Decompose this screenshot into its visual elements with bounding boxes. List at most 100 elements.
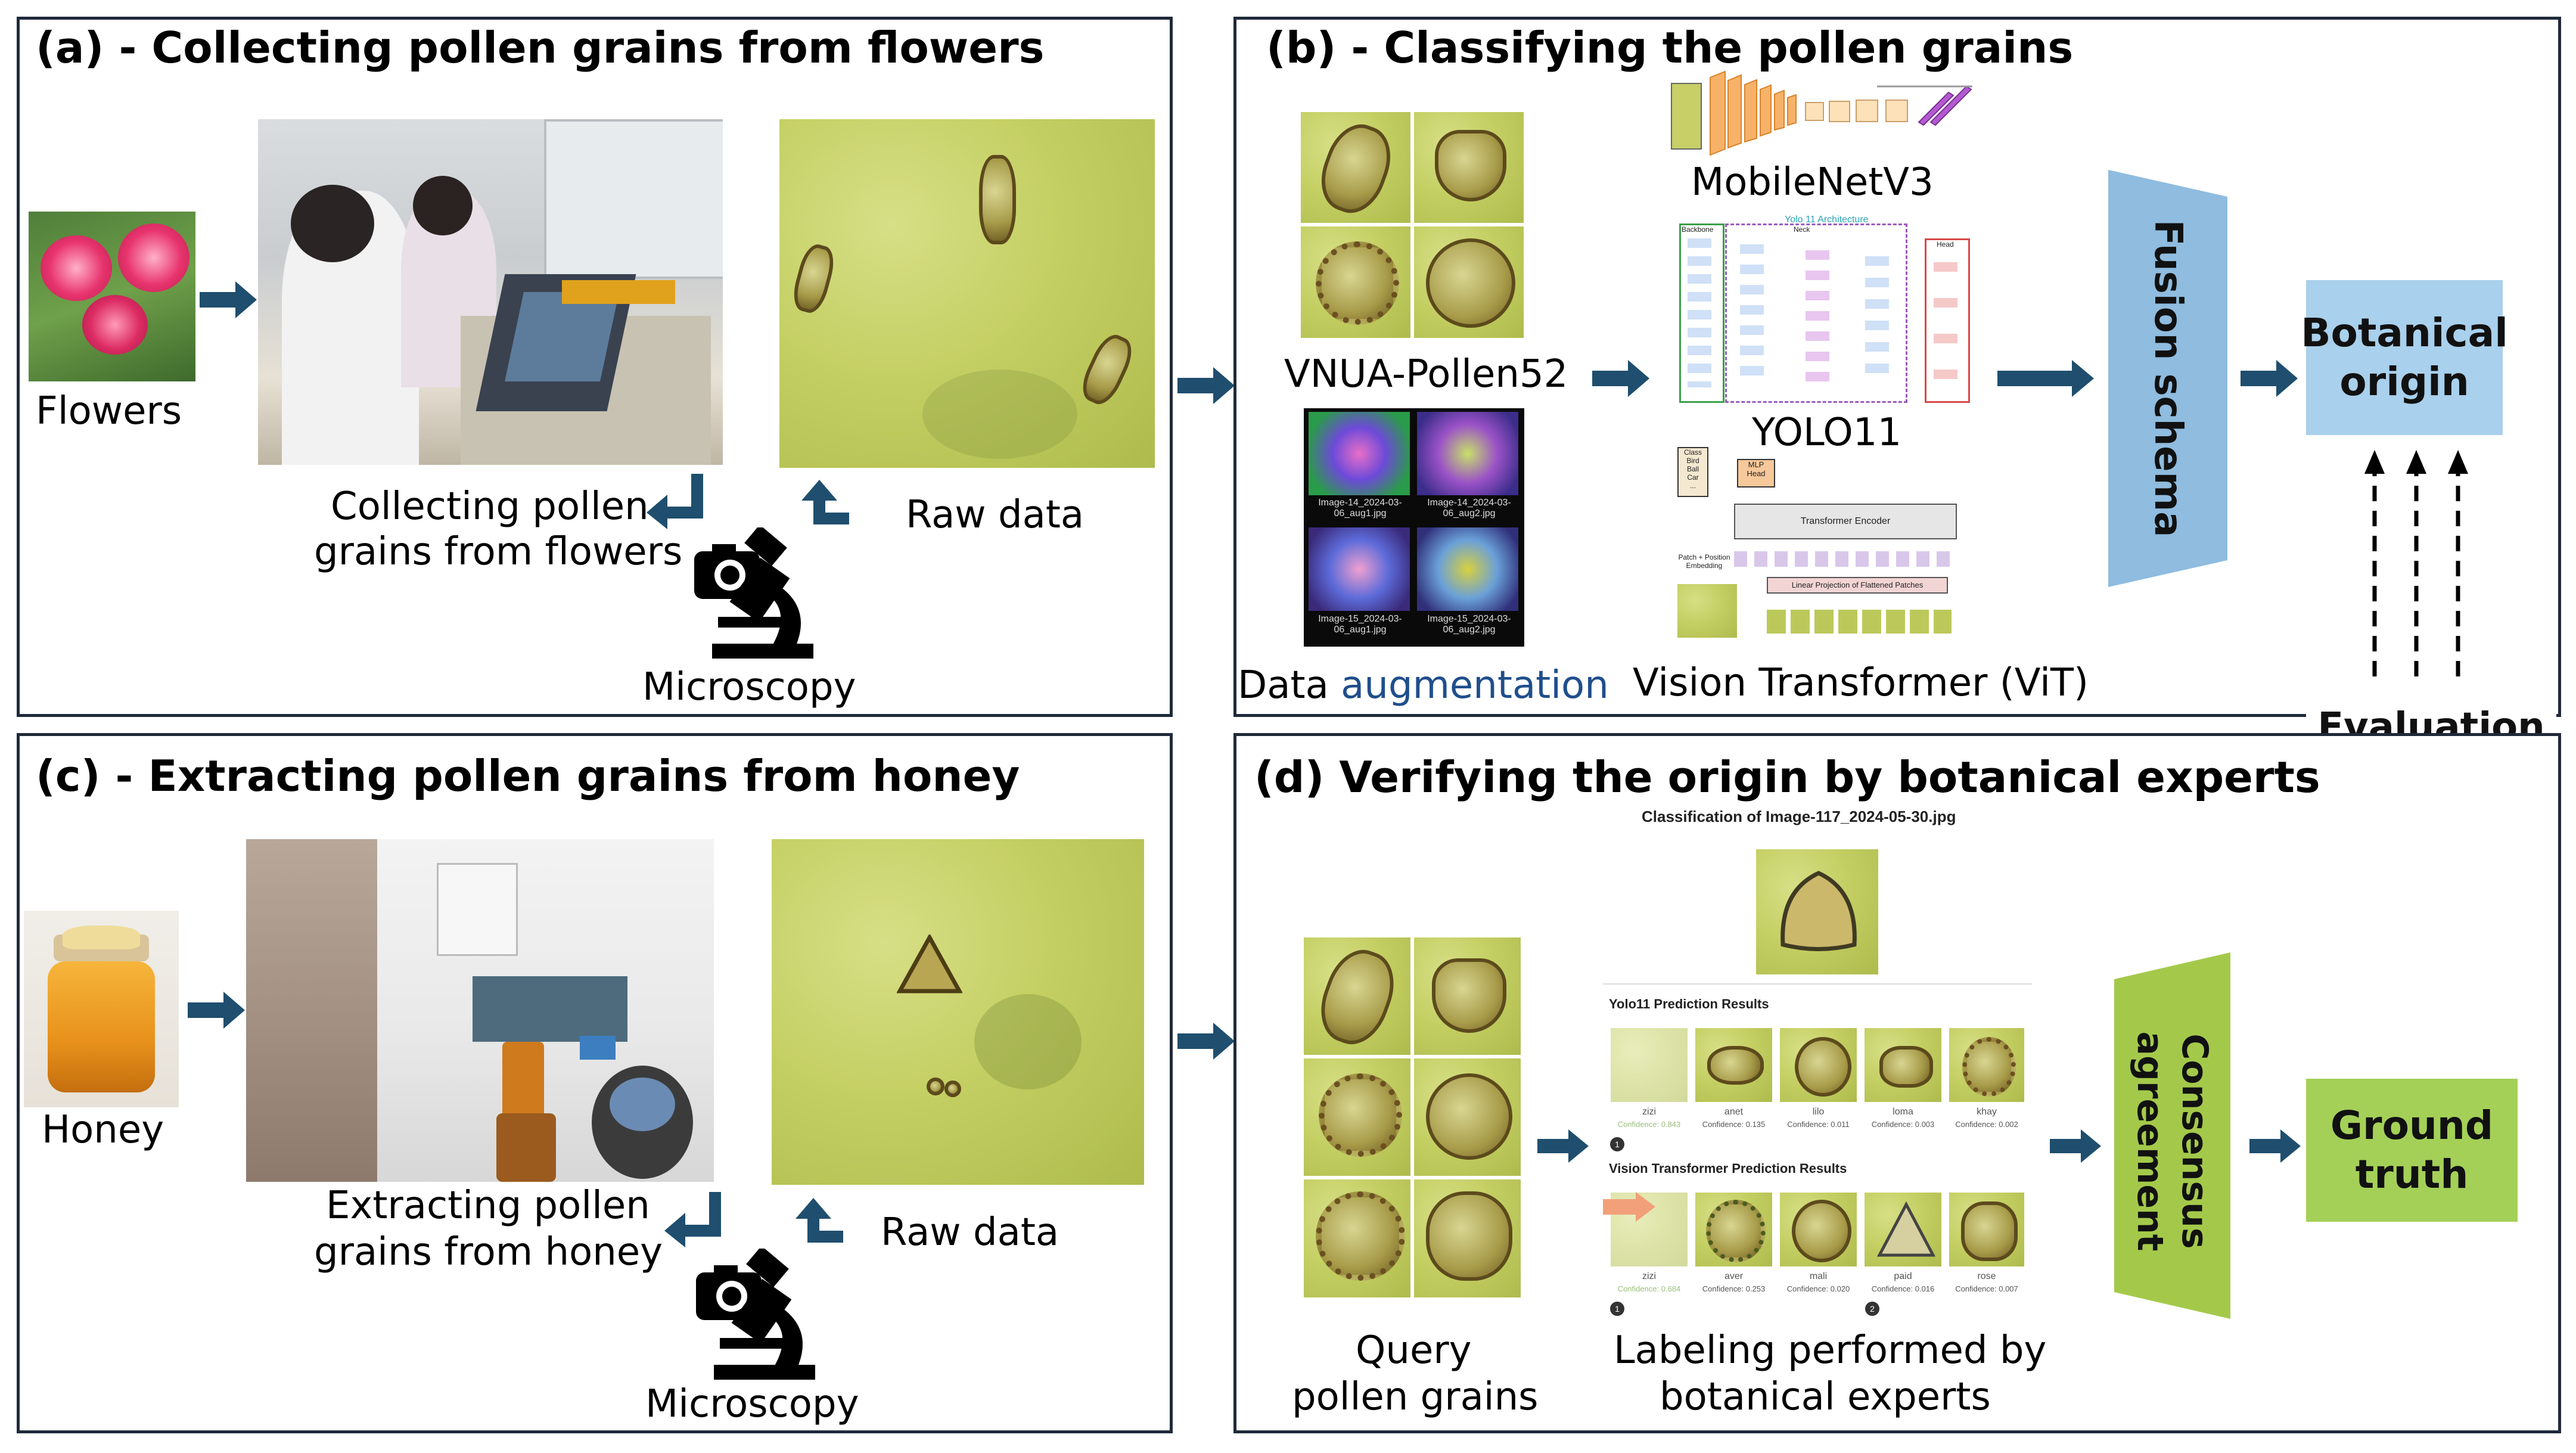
yolo-result-name: anet xyxy=(1724,1107,1744,1117)
dataset-grid xyxy=(1299,110,1525,340)
vit-diagram: Class Bird Ball Car ... MLP Head Transfo… xyxy=(1671,441,1957,641)
expert-badge: 1 xyxy=(1610,1137,1624,1151)
extract-label-line2: grains from honey xyxy=(314,1230,663,1274)
vit-result-image xyxy=(1947,1191,2026,1268)
dataset-cell xyxy=(1412,225,1525,340)
yolo-diagram: Yolo 11 Architecture Backbone Neck Head xyxy=(1674,215,1972,403)
vit-mlp-head: MLP Head xyxy=(1737,459,1775,488)
arrow-honey-to-lab xyxy=(188,992,245,1029)
query-image xyxy=(1756,849,1878,974)
raw-data-label-c: Raw data xyxy=(881,1210,1059,1255)
consensus-line1: Consensus xyxy=(2174,1033,2215,1249)
ground-truth-box: Ground truth xyxy=(2306,1079,2518,1222)
expert-badge: 1 xyxy=(1610,1302,1624,1316)
raw-data-image-a xyxy=(779,119,1155,468)
panel-a-title: (a) - Collecting pollen grains from flow… xyxy=(36,23,1045,73)
vit-result-image xyxy=(1778,1191,1859,1268)
microscopy-label-c: Microscopy xyxy=(645,1382,859,1426)
yolo-result-image xyxy=(1947,1026,2026,1104)
dataset-cell xyxy=(1299,225,1412,340)
yolo-result-confidence: Confidence: 0.003 xyxy=(1871,1120,1935,1129)
highlight-arrow-icon xyxy=(1603,1192,1655,1222)
mobilenet-diagram xyxy=(1671,70,1972,156)
yolo-head xyxy=(1925,238,1970,403)
fusion-schema xyxy=(2108,170,2227,587)
augmentation-label-data: Data xyxy=(1238,663,1341,707)
query-cell xyxy=(1412,1178,1522,1299)
consensus-line2: agreement xyxy=(2129,1031,2171,1252)
prediction-results-panel: Yolo11 Prediction Results zizi anet lilo… xyxy=(1603,983,2032,1317)
vit-result-image xyxy=(1863,1191,1943,1268)
labeling-label-line1: Labeling performed by xyxy=(1614,1328,2047,1373)
extract-label-line1: Extracting pollen xyxy=(326,1184,650,1228)
labeling-label-line2: botanical experts xyxy=(1660,1375,1991,1419)
consensus-agreement-label: Consensus agreement xyxy=(2127,983,2217,1299)
arrow-labeling-to-consensus xyxy=(2050,1129,2101,1163)
vit-result-name: mali xyxy=(1809,1271,1828,1281)
yolo-results-row: zizi anet lilo loma khay Confidence: 0.8… xyxy=(1609,1026,2026,1137)
augmentation-caption: Image-15_2024-03-06_aug1.jpg xyxy=(1318,614,1402,635)
query-cell xyxy=(1302,1057,1412,1178)
vit-result-name: zizi xyxy=(1642,1271,1657,1281)
vit-result-confidence: Confidence: 0.020 xyxy=(1786,1284,1850,1293)
arrow-c-to-d xyxy=(1177,1023,1235,1060)
augmentation-cell xyxy=(1417,527,1518,611)
flowers-photo xyxy=(29,212,195,381)
collect-label-line2: grains from flowers xyxy=(314,530,683,574)
arrow-dataset-to-models xyxy=(1592,360,1649,397)
vit-results-row: zizi aver mali paid rose Confidence: 0.6… xyxy=(1609,1191,2026,1301)
yolo-label: YOLO11 xyxy=(1752,411,1902,455)
microscopy-label-a: Microscopy xyxy=(642,665,856,709)
query-grid xyxy=(1302,936,1522,1299)
arrow-consensus-to-ground-truth xyxy=(2249,1129,2301,1163)
augmentation-caption: Image-14_2024-03-06_aug1.jpg xyxy=(1318,498,1402,519)
vit-label: Vision Transformer (ViT) xyxy=(1633,661,2089,705)
arrow-lab-to-microscope xyxy=(647,474,703,529)
vit-result-confidence: Confidence: 0.007 xyxy=(1955,1284,2018,1293)
botanical-origin-line1: Botanical xyxy=(2301,309,2508,356)
augmentation-grid: Image-14_2024-03-06_aug1.jpg Image-14_20… xyxy=(1304,408,1524,647)
yolo-result-confidence: Confidence: 0.843 xyxy=(1617,1120,1681,1129)
yolo-result-confidence: Confidence: 0.135 xyxy=(1702,1120,1766,1129)
dataset-label: VNUA-Pollen52 xyxy=(1284,352,1568,396)
vit-result-name: paid xyxy=(1894,1271,1912,1281)
lab-photo xyxy=(258,119,723,465)
augmentation-label-augmentation: augmentation xyxy=(1341,663,1609,707)
augmentation-cell xyxy=(1309,527,1410,611)
query-cell xyxy=(1302,936,1412,1057)
augmentation-cell xyxy=(1417,412,1518,495)
yolo-result-image xyxy=(1609,1026,1689,1104)
query-label-line2: pollen grains xyxy=(1292,1375,1539,1419)
collect-label-line1: Collecting pollen xyxy=(331,485,649,529)
vit-result-confidence: Confidence: 0.016 xyxy=(1871,1284,1935,1293)
augmentation-caption: Image-14_2024-03-06_aug2.jpg xyxy=(1427,498,1511,519)
ground-truth-line2: truth xyxy=(2355,1151,2469,1197)
arrow-a-to-b xyxy=(1177,367,1235,404)
vit-class-box: Class Bird Ball Car ... xyxy=(1677,447,1708,497)
yolo-result-confidence: Confidence: 0.002 xyxy=(1955,1120,2018,1129)
panel-b-title: (b) - Classifying the pollen grains xyxy=(1266,23,2074,73)
flowers-label: Flowers xyxy=(36,389,182,433)
vit-input-image xyxy=(1677,584,1737,638)
evaluation-arrows-up xyxy=(2364,450,2468,676)
botanical-origin-box: Botanical origin xyxy=(2301,280,2508,435)
consensus-agreement xyxy=(2114,952,2230,1319)
microscope-icon xyxy=(696,1249,815,1380)
yolo-result-confidence: Confidence: 0.011 xyxy=(1787,1120,1850,1129)
raw-data-image-c xyxy=(772,839,1144,1185)
vit-encoder: Transformer Encoder xyxy=(1734,504,1957,539)
microscope-icon xyxy=(694,527,813,659)
arrow-query-to-labeling xyxy=(1537,1129,1589,1163)
yolo-result-name: khay xyxy=(1977,1107,1997,1117)
arrow-microscope-to-raw-c xyxy=(796,1198,843,1243)
arrow-models-to-fusion xyxy=(1997,360,2094,397)
yolo-result-image xyxy=(1693,1026,1774,1104)
honey-photo xyxy=(24,911,179,1107)
dataset-cell xyxy=(1299,110,1412,225)
dataset-cell xyxy=(1412,110,1525,225)
expert-badge: 2 xyxy=(1865,1302,1879,1316)
arrow-flowers-to-lab xyxy=(200,281,257,318)
vit-result-name: aver xyxy=(1724,1271,1744,1281)
botanical-origin-line2: origin xyxy=(2339,359,2469,405)
